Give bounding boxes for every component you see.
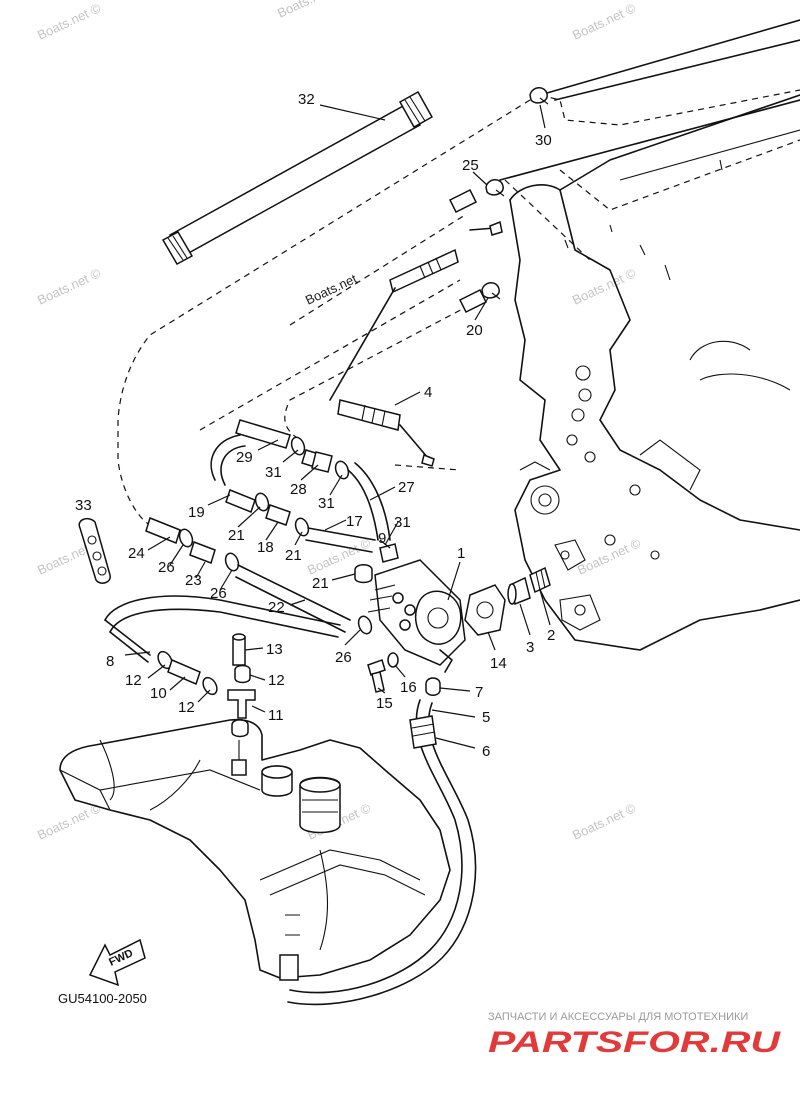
callout-11: 11 <box>268 707 284 724</box>
callout-24: 24 <box>128 545 145 562</box>
callout-30: 30 <box>535 132 552 149</box>
callouts: 32 30 25 20 4 29 31 28 31 27 19 21 18 17… <box>75 91 555 760</box>
hose-set-29 <box>235 419 391 541</box>
part-2 <box>529 566 551 594</box>
guide-lines <box>117 99 591 526</box>
footer-brand: ЗАПЧАСТИ И АКСЕССУАРЫ ДЛЯ МОТОТЕХНИКИ PA… <box>488 1011 782 1059</box>
callout-25: 25 <box>462 157 479 174</box>
part-16-washer <box>387 652 399 668</box>
callout-26: 26 <box>335 649 352 666</box>
engine-block <box>499 19 800 651</box>
callout-7: 7 <box>475 684 483 701</box>
part-14-gasket <box>464 584 506 636</box>
watermark: Boats.net © <box>575 535 643 578</box>
part-5-6-fuel-hose <box>287 699 477 1006</box>
part-33-grommet <box>78 517 111 584</box>
callout-8: 8 <box>106 653 114 670</box>
clamp-30 <box>529 87 549 105</box>
callout-12: 12 <box>125 672 142 689</box>
part-3 <box>507 576 531 606</box>
watermark: Boats.net © <box>275 0 343 21</box>
callout-32: 32 <box>298 91 315 108</box>
part-8-hose <box>104 595 341 663</box>
parts-13-11 <box>227 633 256 776</box>
hose-set-19 <box>210 434 376 553</box>
fuel-tank <box>59 718 451 981</box>
callout-6: 6 <box>482 743 490 760</box>
callout-21: 21 <box>285 547 302 564</box>
leader-lines <box>124 104 551 749</box>
watermark: Boats.net © <box>35 800 103 843</box>
callout-31: 31 <box>318 495 335 512</box>
callout-10: 10 <box>150 685 167 702</box>
footer-tagline: ЗАПЧАСТИ И АКСЕССУАРЫ ДЛЯ МОТОТЕХНИКИ <box>488 1011 748 1023</box>
callout-12: 12 <box>268 672 285 689</box>
callout-18: 18 <box>257 539 274 556</box>
callout-23: 23 <box>185 572 202 589</box>
callout-1: 1 <box>457 545 465 562</box>
callout-5: 5 <box>482 709 490 726</box>
hose-set-24 <box>145 517 373 635</box>
part-4-cable <box>329 220 503 467</box>
part-32-tube <box>161 90 434 266</box>
callout-15: 15 <box>376 695 393 712</box>
clamp-25 <box>485 179 505 197</box>
callout-29: 29 <box>236 449 253 466</box>
callout-33: 33 <box>75 497 92 514</box>
callout-19: 19 <box>188 504 205 521</box>
callout-28: 28 <box>290 481 307 498</box>
callout-31: 31 <box>394 514 411 531</box>
callout-22: 22 <box>268 599 285 616</box>
callout-14: 14 <box>490 655 507 672</box>
watermark: Boats.net © <box>570 800 638 843</box>
callout-21: 21 <box>228 527 245 544</box>
part-15-bolt <box>367 659 386 693</box>
diagram-code: GU54100-2050 <box>58 991 147 1006</box>
part-7-clamp <box>425 677 441 696</box>
watermark: Boats.net © <box>570 265 638 308</box>
callout-26: 26 <box>210 585 227 602</box>
callout-31: 31 <box>265 464 282 481</box>
watermark: Boats.net <box>303 271 359 308</box>
fittings-10-12 <box>157 650 218 696</box>
callout-27: 27 <box>398 479 415 496</box>
callout-2: 2 <box>547 627 555 644</box>
callout-3: 3 <box>526 639 534 656</box>
watermark: Boats.net © <box>570 0 638 43</box>
callout-26: 26 <box>158 559 175 576</box>
callout-4: 4 <box>424 384 432 401</box>
callout-17: 17 <box>346 513 363 530</box>
callout-21: 21 <box>312 575 329 592</box>
callout-13: 13 <box>266 641 283 658</box>
clamp-20 <box>481 282 501 300</box>
footer-brand-logo: PARTSFOR.RU <box>488 1026 782 1059</box>
watermark: Boats.net © <box>35 265 103 308</box>
watermark-layer: Boats.net © Boats.net © Boats.net © Boat… <box>35 0 643 843</box>
part-1-fuel-pump <box>354 543 466 673</box>
callout-9: 9 <box>378 530 386 547</box>
callout-16: 16 <box>400 679 417 696</box>
fwd-arrow-icon: FWD <box>88 938 146 987</box>
watermark: Boats.net © <box>35 0 103 43</box>
callout-12: 12 <box>178 699 195 716</box>
callout-20: 20 <box>466 322 483 339</box>
